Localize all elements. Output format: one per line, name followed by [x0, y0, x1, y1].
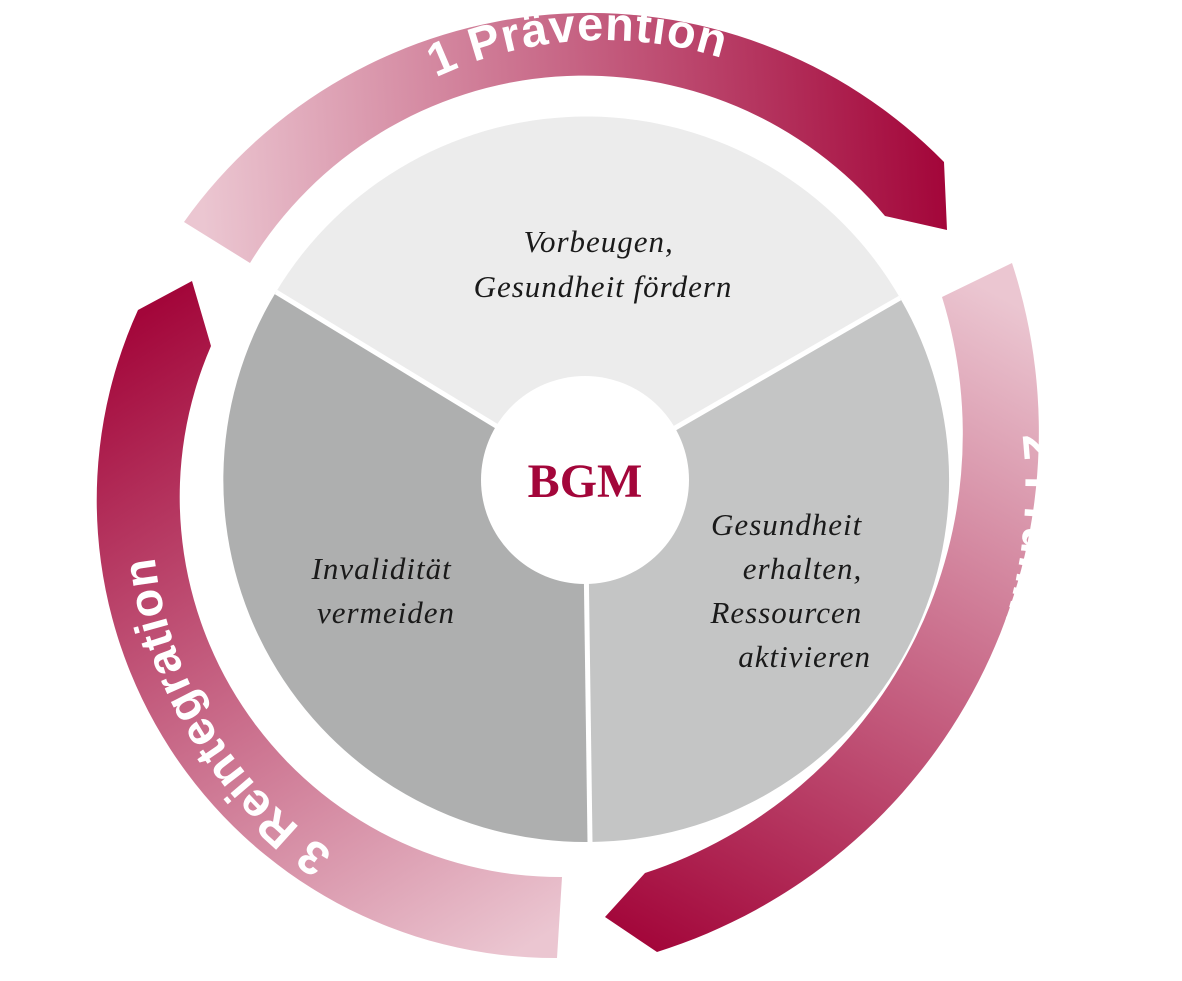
segment-left-text: Invalidität vermeiden	[311, 551, 461, 630]
center-label: BGM	[528, 455, 643, 508]
arrow-fruehintervention	[605, 263, 1039, 952]
center-circle	[481, 376, 689, 584]
segment-top-text: Vorbeugen, Gesundheit fördern	[474, 224, 733, 304]
arrow-reintegration	[96, 281, 563, 959]
segment-top	[276, 116, 900, 481]
segment-right-text: Gesundheit erhalten, Ressourcen aktivier…	[709, 507, 871, 674]
arrow-praevention	[184, 12, 947, 264]
